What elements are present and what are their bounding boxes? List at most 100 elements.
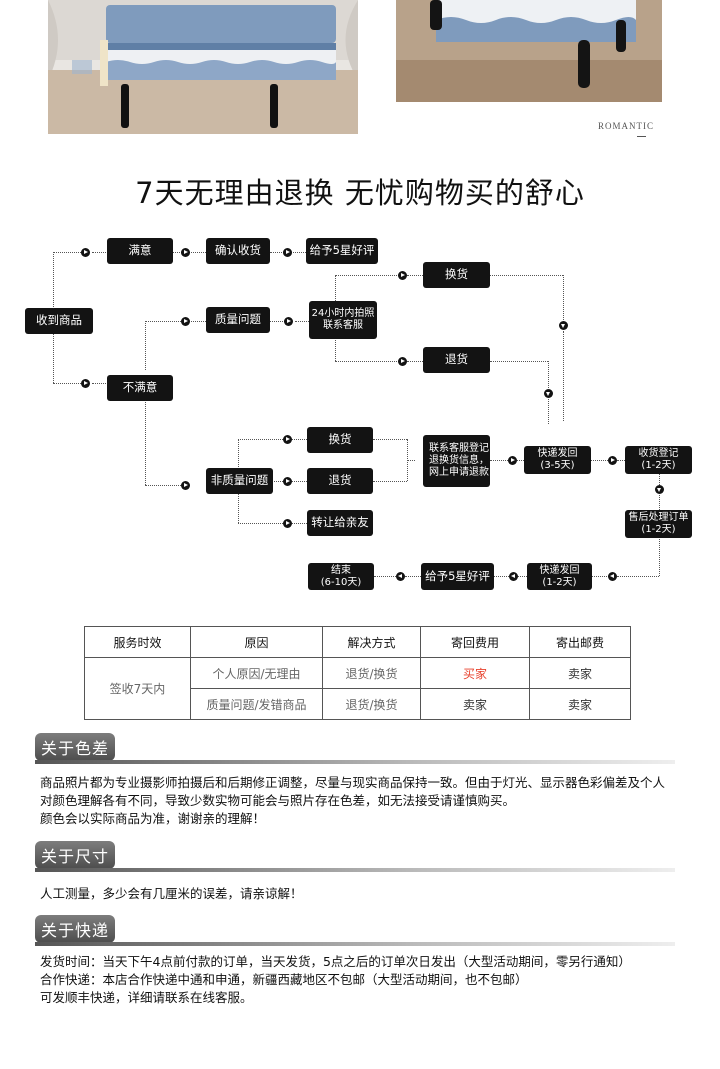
connector xyxy=(92,252,108,253)
connector xyxy=(407,361,423,362)
transfer-friend-box: 转让给亲友 xyxy=(307,510,373,536)
confirm-receipt-box: 确认收货 xyxy=(206,238,270,264)
color-note-line: 颜色会以实际商品为准，谢谢亲的理解！ xyxy=(40,811,266,826)
connector xyxy=(145,485,183,486)
received-goods-box: 收到商品 xyxy=(25,308,93,334)
table-header: 寄出邮费 xyxy=(529,626,631,658)
brand-romantic-label: ROMANTIC xyxy=(598,121,655,131)
express-note-line: 发货时间：当天下午4点前付款的订单，当天发货，5点之后的订单次日发出（大型活动期… xyxy=(40,954,631,969)
quality-issue-box: 质量问题 xyxy=(206,307,270,333)
connector xyxy=(292,523,307,524)
arrow-left-icon xyxy=(396,572,405,581)
unsatisfied-box: 不满意 xyxy=(107,375,173,401)
page-title: 7天无理由退换 无忧购物买的舒心 xyxy=(135,176,585,210)
arrow-right-icon xyxy=(181,317,190,326)
connector xyxy=(617,460,625,461)
connector xyxy=(548,399,549,424)
express-note: 发货时间：当天下午4点前付款的订单，当天发货，5点之后的订单次日发出（大型活动期… xyxy=(40,953,631,1007)
ship-back-days: (3-5天) xyxy=(540,460,575,471)
arrow-right-icon xyxy=(81,379,90,388)
table-cell-period: 签收7天内 xyxy=(84,657,191,720)
table-cell-reason: 质量问题/发错商品 xyxy=(190,688,323,720)
connector xyxy=(405,576,421,577)
connector xyxy=(592,576,609,577)
connector xyxy=(490,275,563,276)
table-header: 原因 xyxy=(190,626,323,658)
table-cell-ship-fee: 卖家 xyxy=(529,688,631,720)
table-row: 质量问题/发错商品 退货/换货 卖家 卖家 xyxy=(85,688,631,720)
connector xyxy=(407,460,415,461)
connector xyxy=(145,396,146,485)
arrow-right-icon xyxy=(283,435,292,444)
arrow-down-icon xyxy=(544,389,553,398)
receive-register-box: 收货登记 (1-2天) xyxy=(625,446,692,474)
arrow-right-icon xyxy=(608,456,617,465)
connector xyxy=(238,523,283,524)
color-note: 商品照片都为专业摄影师拍摄后和后期修正调整，尽量与现实商品保持一致。但由于灯光、… xyxy=(40,774,665,828)
connector xyxy=(53,383,83,384)
connector xyxy=(92,383,108,384)
table-header: 服务时效 xyxy=(84,626,191,658)
table-cell-return-fee: 买家 xyxy=(420,657,530,689)
connector xyxy=(490,460,508,461)
connector xyxy=(490,361,548,362)
arrow-right-icon xyxy=(398,357,407,366)
color-note-line: 商品照片都为专业摄影师拍摄后和后期修正调整，尽量与现实商品保持一致。但由于灯光、… xyxy=(40,775,666,790)
end-box: 结束 (6-10天) xyxy=(308,563,374,590)
connector xyxy=(270,321,287,322)
connector xyxy=(238,439,283,440)
return-box-2: 退货 xyxy=(307,468,373,494)
size-note-line: 人工测量，多少会有几厘米的误差，请亲谅解！ xyxy=(40,886,303,901)
photo-contact-service-box: 24小时内拍照联系客服 xyxy=(309,301,377,339)
ship-back-label: 快递发回 xyxy=(537,448,578,459)
section-title-express: 关于快递 xyxy=(35,915,115,943)
arrow-right-icon xyxy=(398,271,407,280)
connector xyxy=(659,473,660,485)
connector xyxy=(548,361,549,388)
arrow-left-icon xyxy=(509,572,518,581)
table-cell-ship-fee: 卖家 xyxy=(529,657,631,689)
product-photo-right xyxy=(396,0,662,102)
table-cell-return-fee: 卖家 xyxy=(420,688,530,720)
section-title-color: 关于色差 xyxy=(35,733,115,761)
connector xyxy=(335,361,399,362)
connector xyxy=(292,481,307,482)
contact-service-refund-box: 联系客服登记退换货信息，网上申请退款 xyxy=(423,435,490,487)
arrow-left-icon xyxy=(608,572,617,581)
after-sales-days: (1-2天) xyxy=(641,524,676,535)
size-note: 人工测量，多少会有几厘米的误差，请亲谅解！ xyxy=(40,885,303,903)
section-divider xyxy=(35,760,675,764)
end-days: (6-10天) xyxy=(320,576,362,588)
connector xyxy=(591,460,608,461)
end-label: 结束 xyxy=(331,564,351,576)
divider xyxy=(637,136,646,137)
section-divider xyxy=(35,868,675,872)
table-header: 寄回费用 xyxy=(420,626,530,658)
connector xyxy=(295,321,309,322)
table-cell-solution: 退货/换货 xyxy=(322,657,421,689)
connector xyxy=(617,576,659,577)
table-row: 签收7天内 个人原因/无理由 退货/换货 买家 卖家 xyxy=(84,657,631,720)
arrow-right-icon xyxy=(283,519,292,528)
arrow-right-icon xyxy=(284,317,293,326)
connector xyxy=(659,495,660,510)
product-photo-left xyxy=(48,0,358,134)
connector xyxy=(292,439,307,440)
exchange-box: 换货 xyxy=(423,262,490,288)
connector xyxy=(335,275,399,276)
arrow-down-icon xyxy=(559,321,568,330)
connector xyxy=(407,275,423,276)
connector xyxy=(191,321,206,322)
express-return-days: (1-2天) xyxy=(542,576,577,588)
express-return-label: 快递发回 xyxy=(539,564,580,576)
arrow-right-icon xyxy=(81,248,90,257)
express-note-line: 合作快递：本店合作快递中通和申通，新疆西藏地区不包邮（大型活动期间，也不包邮） xyxy=(40,972,528,987)
after-sales-label: 售后处理订单 xyxy=(628,512,689,523)
arrow-right-icon xyxy=(283,248,292,257)
connector xyxy=(145,321,183,322)
table-header-row: 服务时效 原因 解决方式 寄回费用 寄出邮费 xyxy=(84,626,631,658)
connector xyxy=(53,252,83,253)
arrow-right-icon xyxy=(508,456,517,465)
five-star-review-box-2: 给予5星好评 xyxy=(421,563,494,590)
non-quality-issue-box: 非质量问题 xyxy=(206,468,273,494)
